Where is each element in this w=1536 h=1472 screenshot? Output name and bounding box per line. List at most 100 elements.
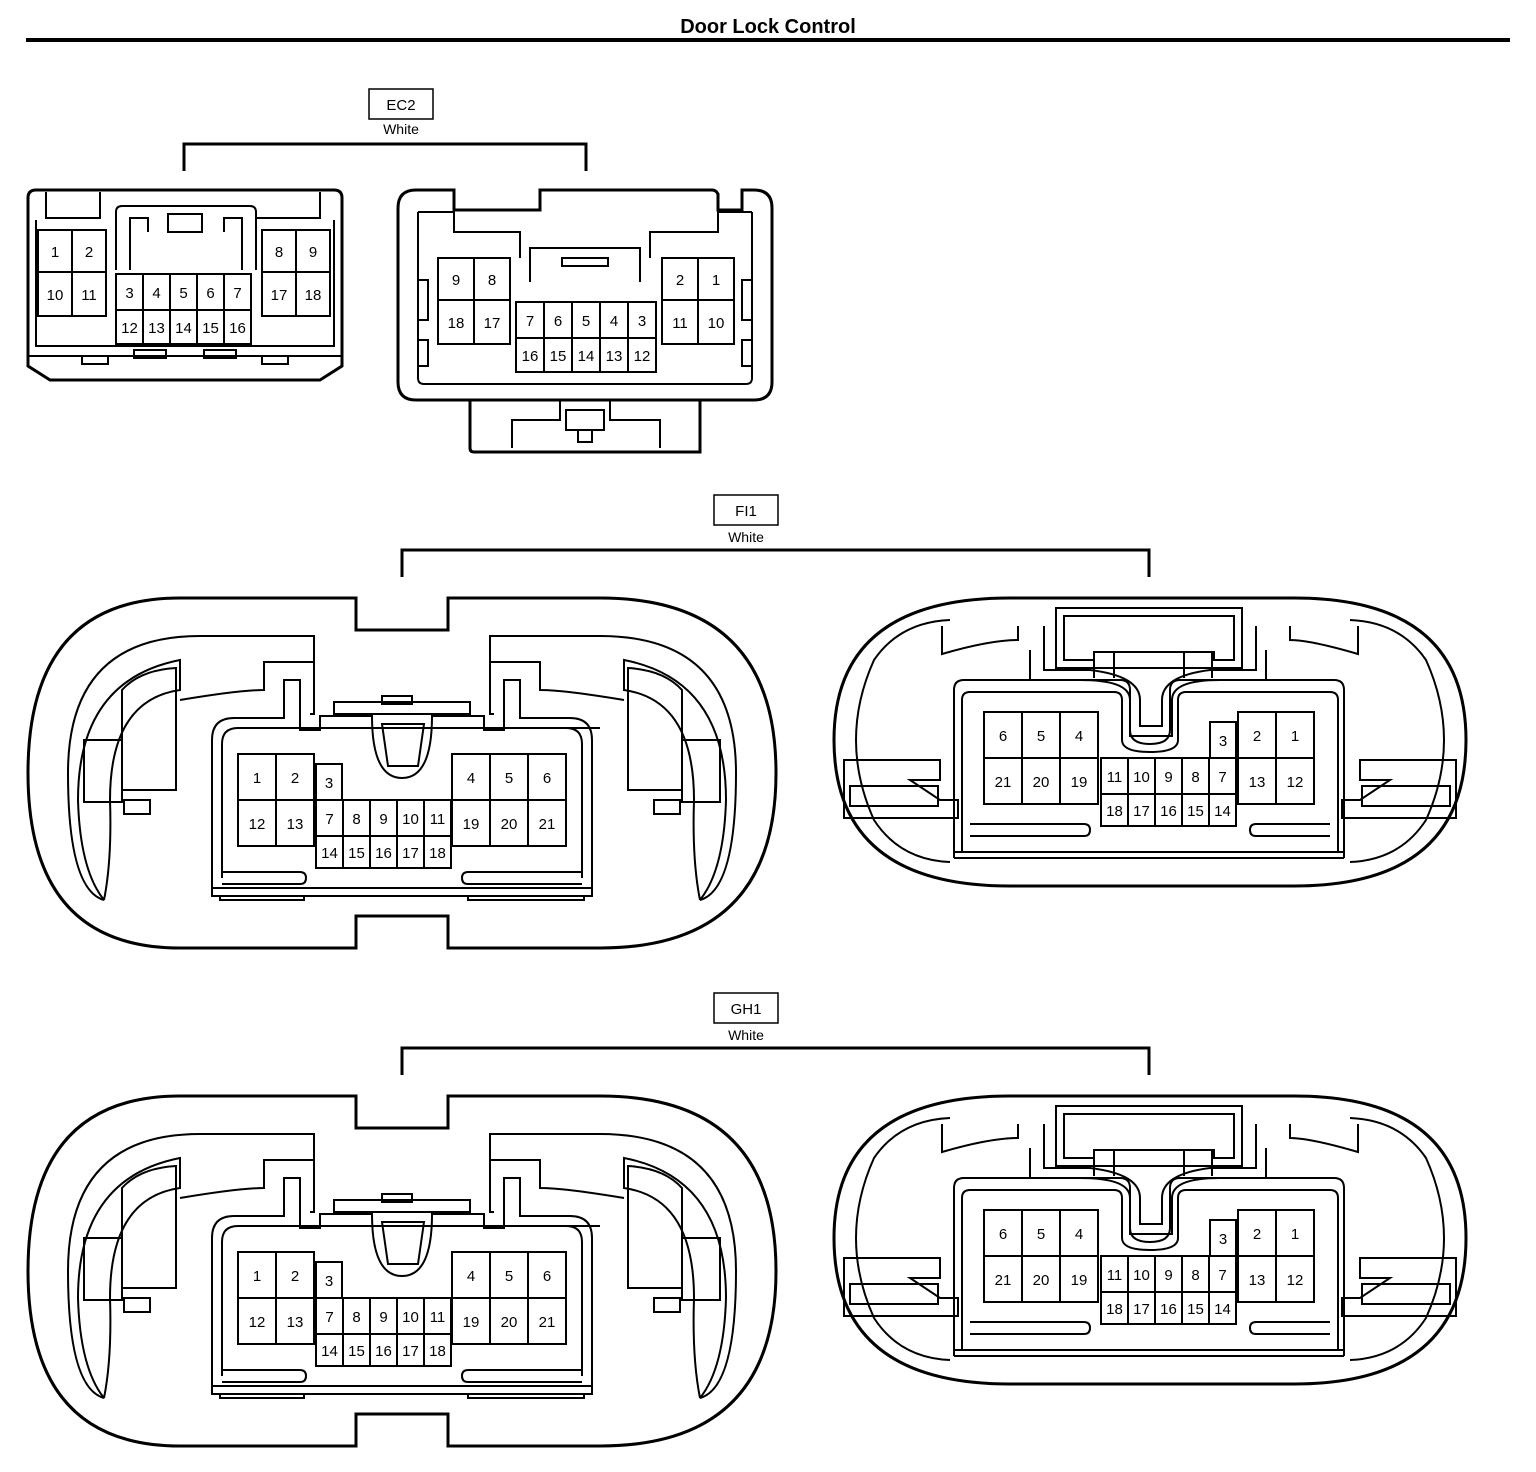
pin-number: 12 — [249, 1314, 266, 1331]
pin-cell — [1021, 1255, 1061, 1303]
pin-number: 4 — [1075, 1226, 1083, 1243]
pin-number: 14 — [321, 1343, 338, 1360]
pin-number: 13 — [606, 348, 623, 365]
pin-number: 4 — [1075, 728, 1083, 745]
pin-cell — [315, 1333, 344, 1367]
pin-number: 10 — [47, 287, 64, 304]
pin-number: 11 — [81, 287, 97, 304]
pin-cell — [1127, 793, 1156, 827]
fi1-color: White — [728, 529, 764, 545]
pin-cell — [627, 337, 657, 373]
pin-number: 3 — [1219, 733, 1227, 750]
pin-cell — [1275, 711, 1315, 759]
pin-number: 13 — [287, 816, 304, 833]
pin-number: 6 — [999, 1226, 1007, 1243]
pin-number: 8 — [275, 244, 283, 261]
pin-number: 4 — [467, 1268, 475, 1285]
pin-cell — [237, 799, 277, 847]
pin-cell — [1181, 793, 1210, 827]
pin-number: 3 — [125, 285, 133, 302]
pin-cell — [489, 1297, 529, 1345]
pin-cell — [1021, 711, 1061, 759]
pin-cell — [1059, 757, 1099, 805]
pin-number: 7 — [325, 1309, 333, 1326]
ec2-left-connector — [26, 188, 344, 382]
pin-cell — [1275, 757, 1315, 805]
pin-number: 19 — [1071, 1272, 1088, 1289]
pin-cell — [1275, 1255, 1315, 1303]
pin-number: 5 — [505, 1268, 513, 1285]
pin-number: 14 — [1214, 803, 1231, 820]
pin-cell — [983, 757, 1023, 805]
pin-number: 9 — [1164, 1267, 1172, 1284]
pin-number: 15 — [550, 348, 567, 365]
pin-cell — [275, 1251, 315, 1299]
pin-cell — [342, 835, 371, 869]
pin-number: 14 — [175, 320, 192, 337]
pin-cell — [369, 799, 398, 837]
pin-number: 14 — [578, 348, 595, 365]
pin-cell — [237, 753, 277, 801]
pin-cell — [315, 763, 343, 801]
pin-number: 15 — [348, 1343, 365, 1360]
pin-cell — [489, 1251, 529, 1299]
pin-number: 7 — [1218, 1267, 1226, 1284]
pin-number: 5 — [179, 285, 187, 302]
pin-cell — [261, 271, 297, 317]
pin-cell — [1275, 1209, 1315, 1257]
pin-number: 18 — [429, 845, 446, 862]
pin-number: 16 — [1160, 803, 1177, 820]
pin-number: 15 — [1187, 1301, 1204, 1318]
pin-number: 1 — [1291, 728, 1299, 745]
pin-cell — [473, 299, 511, 345]
pin-number: 21 — [995, 1272, 1012, 1289]
pin-number: 21 — [539, 1314, 556, 1331]
pin-number: 9 — [452, 272, 460, 289]
pin-number: 3 — [638, 313, 646, 330]
pin-number: 18 — [305, 287, 322, 304]
pin-cell — [396, 1333, 425, 1367]
pin-number: 10 — [402, 1309, 419, 1326]
pin-number: 6 — [543, 770, 551, 787]
pin-number: 11 — [672, 315, 688, 332]
pin-number: 11 — [430, 811, 446, 828]
pin-number: 17 — [402, 1343, 419, 1360]
pin-number: 10 — [402, 811, 419, 828]
pin-cell — [396, 1297, 425, 1335]
connector-1-right-housing — [832, 596, 1468, 888]
fi1-code: FI1 — [735, 503, 757, 520]
pin-number: 19 — [463, 816, 480, 833]
pin-number: 17 — [271, 287, 288, 304]
pin-number: 15 — [202, 320, 219, 337]
gh1-header: GH1 White — [400, 992, 1151, 1075]
pin-cell — [1100, 1291, 1129, 1325]
pin-cell — [71, 271, 107, 317]
pin-number: 3 — [325, 1273, 333, 1290]
pin-number: 2 — [1253, 728, 1261, 745]
pin-number: 19 — [463, 1314, 480, 1331]
pin-number: 16 — [375, 1343, 392, 1360]
pin-cell — [527, 753, 567, 801]
pin-number: 6 — [206, 285, 214, 302]
fi1-header: FI1 White — [400, 494, 1151, 577]
pin-cell — [527, 1251, 567, 1299]
pin-cell — [697, 257, 735, 301]
pin-number: 3 — [1219, 1231, 1227, 1248]
pin-number: 16 — [1160, 1301, 1177, 1318]
pin-number: 7 — [325, 811, 333, 828]
page-title: Door Lock Control — [680, 16, 856, 38]
pin-number: 15 — [1187, 803, 1204, 820]
pin-cell — [275, 753, 315, 801]
pin-cell — [1208, 1291, 1237, 1325]
pin-number: 18 — [1106, 803, 1123, 820]
pin-number: 12 — [1287, 1272, 1304, 1289]
pin-cell — [489, 799, 529, 847]
pin-cell — [423, 835, 452, 869]
pin-number: 5 — [505, 770, 513, 787]
pin-number: 15 — [348, 845, 365, 862]
